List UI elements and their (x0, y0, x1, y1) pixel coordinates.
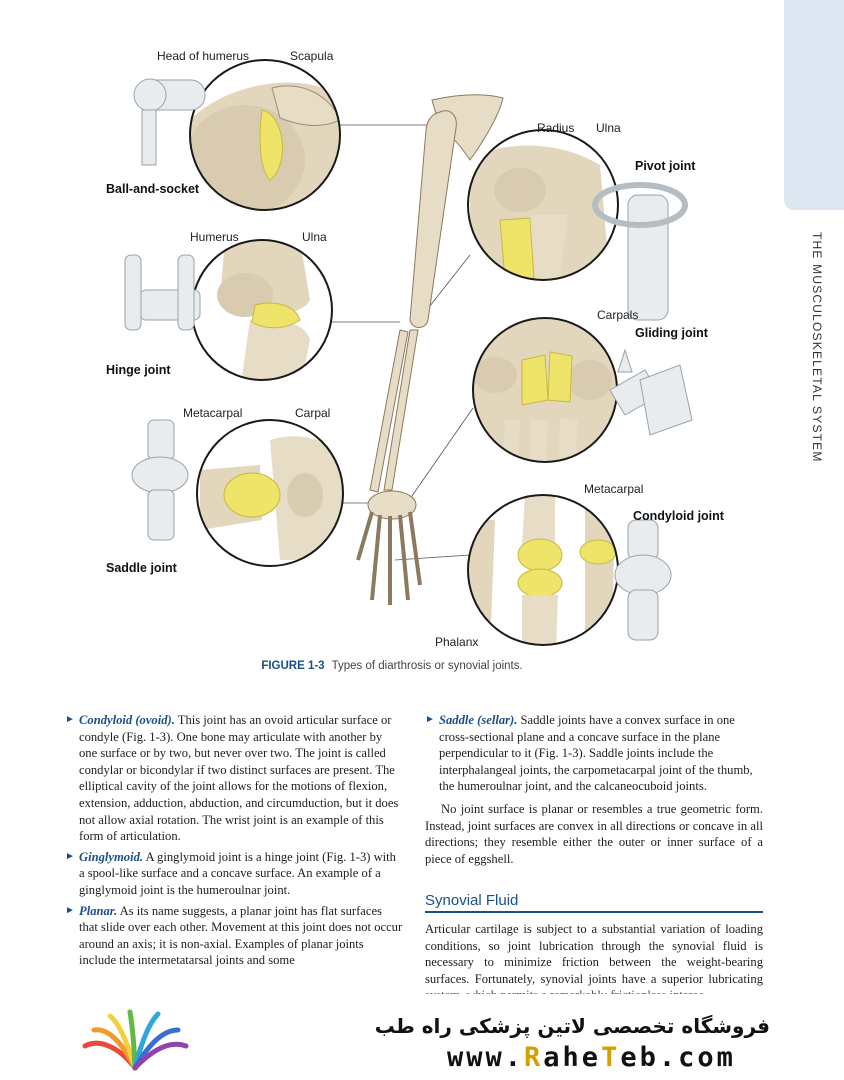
label-gliding-joint: Gliding joint (635, 326, 708, 340)
list-item-planar: ► Planar. As its name suggests, a planar… (65, 903, 403, 969)
label-ulna-pivot: Ulna (596, 121, 621, 135)
label-metacarpal-saddle: Metacarpal (183, 406, 243, 420)
figure-caption-text: Types of diarthrosis or synovial joints. (331, 660, 523, 672)
label-head-of-humerus: Head of humerus (157, 49, 250, 63)
condyloid-model-icon (614, 519, 672, 641)
text-ginglymoid: A ginglymoid joint is a hinge joint (Fig… (79, 849, 396, 897)
arm-skeleton (356, 94, 504, 605)
watermark-footer (35, 994, 810, 1080)
paragraph-synovial-fluid: Articular cartilage is subject to a subs… (425, 922, 763, 1002)
term-condyloid: Condyloid (ovoid). (79, 713, 175, 727)
label-phalanx: Phalanx (435, 635, 479, 649)
bullet-arrow-icon: ► (65, 850, 75, 862)
label-scapula: Scapula (290, 49, 334, 63)
joint-types-illustration (124, 59, 693, 646)
paragraph-joint-surfaces: No joint surface is planar or resembles … (425, 801, 763, 866)
text-saddle: Saddle joints have a convex surface in o… (439, 713, 753, 794)
url-suffix: .com (658, 1042, 736, 1073)
right-column: ► Saddle (sellar). Saddle joints have a … (425, 712, 763, 873)
condyloid-inset (467, 494, 619, 646)
saddle-model-icon (131, 419, 189, 541)
term-ginglymoid: Ginglymoid. (79, 849, 144, 864)
label-saddle-joint: Saddle joint (106, 561, 177, 575)
label-ball-and-socket: Ball-and-socket (106, 182, 200, 196)
chapter-tab (784, 0, 844, 210)
gliding-inset (472, 317, 618, 463)
term-saddle: Saddle (sellar). (439, 713, 518, 727)
bullet-arrow-icon: ► (65, 714, 75, 725)
label-carpals: Carpals (597, 308, 639, 322)
pivot-model-icon (592, 182, 688, 321)
figure-caption: FIGURE 1-3 Types of diarthrosis or synov… (0, 660, 784, 672)
pivot-inset (467, 129, 619, 281)
figure-number: FIGURE 1-3 (261, 660, 325, 672)
list-item-condyloid: ► Condyloid (ovoid). This joint has an o… (65, 712, 403, 845)
ball-and-socket-inset (189, 59, 341, 211)
hinge-inset (191, 239, 333, 381)
list-item-saddle: ► Saddle (sellar). Saddle joints have a … (425, 712, 763, 795)
text-planar: As its name suggests, a planar joint has… (79, 903, 403, 968)
list-item-ginglymoid: ► Ginglymoid. A ginglymoid joint is a hi… (65, 849, 403, 899)
label-pivot-joint: Pivot joint (635, 159, 696, 173)
ball-and-socket-model-icon (133, 78, 206, 166)
store-name: فروشگاه تخصصی لاتین پزشکی راه طب (374, 1014, 770, 1038)
text-condyloid: This joint has an ovoid articular surfac… (79, 713, 399, 844)
store-url[interactable]: www.RaheTeb.com (447, 1042, 736, 1073)
label-metacarpal-condyloid: Metacarpal (584, 482, 644, 496)
label-humerus: Humerus (190, 230, 239, 244)
url-prefix: www. (447, 1042, 525, 1073)
section-heading-synovial-fluid: Synovial Fluid (425, 892, 763, 913)
label-carpal: Carpal (295, 406, 331, 420)
label-radius: Radius (537, 121, 575, 135)
term-planar: Planar. (79, 903, 118, 918)
book-logo-icon (82, 1009, 189, 1071)
gliding-model-icon (609, 348, 693, 436)
url-ahe: ahe (543, 1042, 602, 1073)
saddle-inset (196, 419, 344, 567)
url-eb: eb (620, 1042, 659, 1073)
url-r: R (524, 1042, 544, 1073)
chapter-title: THE MUSCULOSKELETAL SYSTEM (810, 232, 824, 463)
label-condyloid-joint: Condyloid joint (633, 509, 724, 523)
url-t: T (601, 1042, 621, 1073)
left-column: ► Condyloid (ovoid). This joint has an o… (65, 712, 403, 973)
bullet-arrow-icon: ► (425, 714, 435, 725)
bullet-arrow-icon: ► (65, 904, 75, 916)
label-hinge-joint: Hinge joint (106, 363, 171, 377)
hinge-model-icon (124, 254, 201, 331)
label-ulna-hinge: Ulna (302, 230, 327, 244)
